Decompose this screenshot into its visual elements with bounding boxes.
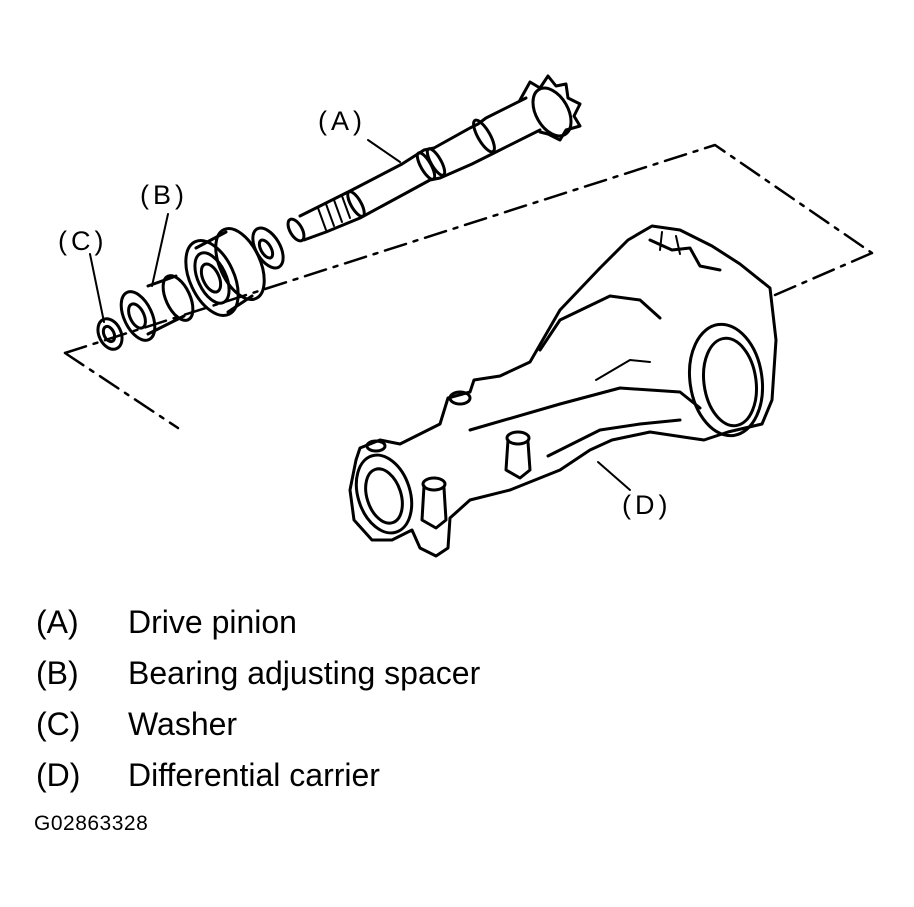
legend-row-d: (D) Differential carrier [36, 749, 836, 800]
legend-description: Differential carrier [128, 756, 380, 793]
assembly-plane-outline [63, 143, 874, 430]
legend-row-b: (B) Bearing adjusting spacer [36, 647, 836, 698]
figure-id: G02863328 [34, 812, 149, 835]
legend-description: Drive pinion [128, 603, 297, 640]
callout-d: (D) [622, 490, 671, 520]
leader-line-a [367, 139, 401, 163]
callout-a: (A) [318, 106, 366, 136]
legend-row-a: (A) Drive pinion [36, 596, 836, 647]
legend-key: (D) [36, 756, 81, 793]
drive-pinion-part [286, 74, 582, 243]
differential-carrier-part [348, 224, 778, 558]
leader-line-b [151, 213, 169, 287]
leader-line-d [597, 461, 631, 491]
parts-legend: (A) Drive pinion (B) Bearing adjusting s… [36, 596, 836, 800]
legend-key: (B) [36, 654, 79, 691]
leader-line-c [89, 253, 105, 323]
callout-c: (C) [58, 226, 107, 256]
legend-key: (A) [36, 603, 79, 640]
callout-b: (B) [140, 180, 188, 210]
bearing-adjusting-spacer-part [119, 274, 195, 342]
legend-description: Bearing adjusting spacer [128, 654, 481, 691]
legend-key: (C) [36, 705, 81, 742]
legend-row-c: (C) Washer [36, 698, 836, 749]
exploded-view-diagram: (A) (B) (C) (D) [58, 74, 874, 558]
bearing-part [184, 227, 266, 317]
washer-part [96, 317, 124, 351]
legend-description: Washer [128, 705, 238, 742]
